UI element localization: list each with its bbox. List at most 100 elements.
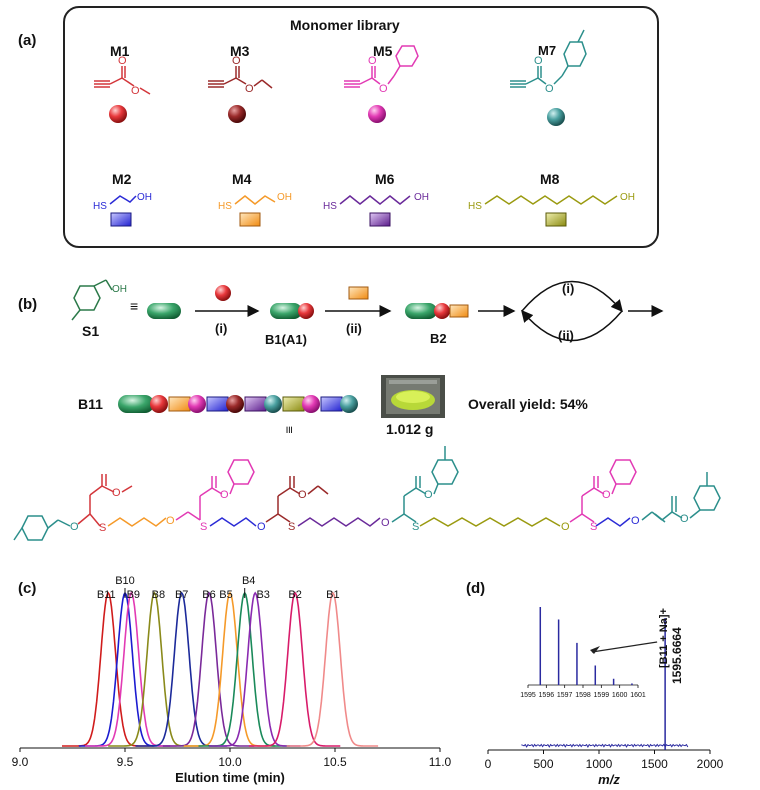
x-tick-label: 1500 xyxy=(641,757,668,771)
s1-structure xyxy=(71,279,113,321)
svg-text:O: O xyxy=(680,513,689,525)
peak-label-b3: B3 xyxy=(256,589,269,601)
label-b: (b) xyxy=(18,296,38,313)
x-axis-title: Elution time (min) xyxy=(175,770,285,785)
svg-text:HS: HS xyxy=(323,201,337,212)
svg-text:O: O xyxy=(166,515,175,527)
peak-label-b6: B6 xyxy=(202,589,215,601)
svg-text:(ii): (ii) xyxy=(558,328,574,343)
svg-text:S: S xyxy=(288,521,295,533)
trace-b2 xyxy=(248,591,341,747)
svg-text:(i): (i) xyxy=(562,281,574,296)
m8-block-icon xyxy=(545,212,567,227)
b1-label: B1(A1) xyxy=(265,332,307,347)
b11-label: B11 xyxy=(78,396,103,412)
inset-tick-label: 1599 xyxy=(594,692,610,699)
svg-text:O: O xyxy=(232,55,241,67)
svg-text:O: O xyxy=(534,55,543,67)
inset-tick-label: 1598 xyxy=(575,692,591,699)
m7-structure xyxy=(510,29,587,88)
inset-pointer-arrow xyxy=(591,641,658,653)
trace-b9 xyxy=(85,591,177,747)
peak-label-b10: B10 xyxy=(115,575,135,587)
peak-label-b2: B2 xyxy=(288,589,301,601)
svg-text:OH: OH xyxy=(112,284,127,295)
svg-text:S: S xyxy=(412,521,419,533)
svg-text:OH: OH xyxy=(137,192,152,203)
inset-tick-label: 1600 xyxy=(612,692,628,699)
x-tick-label: 2000 xyxy=(697,757,724,771)
inset-tick-label: 1597 xyxy=(557,692,573,699)
svg-text:O: O xyxy=(298,489,307,501)
x-tick-label: 9.0 xyxy=(12,755,29,769)
svg-text:O: O xyxy=(70,521,79,533)
trace-b10 xyxy=(78,591,171,747)
svg-text:HS: HS xyxy=(218,201,232,212)
m1-carbonyl-o: O xyxy=(118,55,127,67)
m1-sphere-icon xyxy=(109,105,127,123)
m4-block-icon xyxy=(239,212,261,227)
peak-label-b4: B4 xyxy=(242,575,255,587)
m8-chain xyxy=(484,195,618,205)
trace-b5 xyxy=(183,591,276,747)
peak-value: 1595.6664 xyxy=(670,627,684,684)
inset-tick-label: 1601 xyxy=(630,692,646,699)
x-tick-label: 1000 xyxy=(586,757,613,771)
m1-o-atom: O xyxy=(131,85,140,97)
peak-label-b7: B7 xyxy=(175,589,188,601)
svg-text:S: S xyxy=(99,522,106,534)
svg-text:OH: OH xyxy=(414,192,429,203)
monomer-m3-label: M3 xyxy=(230,43,250,59)
peak-label: [B11 + Na]+ xyxy=(658,608,670,668)
monomer-m4-label: M4 xyxy=(232,171,252,187)
peak-label-b1: B1 xyxy=(326,589,339,601)
label-c: (c) xyxy=(18,580,37,597)
peak-label-b8: B8 xyxy=(152,589,165,601)
baseline-noise xyxy=(521,743,689,749)
svg-text:O: O xyxy=(602,489,611,501)
x-tick-label: 10.0 xyxy=(218,755,242,769)
m5-sphere-icon xyxy=(368,105,386,123)
svg-text:O: O xyxy=(379,83,388,95)
m4-chain xyxy=(234,195,276,205)
svg-text:(i): (i) xyxy=(215,321,227,336)
x-tick-label: 500 xyxy=(533,757,553,771)
step-i-monomer-icon xyxy=(215,285,231,301)
m2-hs: HS xyxy=(93,201,107,212)
inset-tick-label: 1596 xyxy=(539,692,555,699)
m3-sphere-icon xyxy=(228,105,246,123)
peak-label-b11: B11 xyxy=(97,589,116,601)
monomer-m1-label: M1 xyxy=(110,43,130,59)
trace-b1 xyxy=(286,591,379,747)
b2-capsule-icon xyxy=(405,303,437,319)
svg-text:S: S xyxy=(590,521,597,533)
m7-sphere-icon xyxy=(547,108,565,126)
library-title: Monomer library xyxy=(290,17,400,33)
s1-label: S1 xyxy=(82,323,99,339)
svg-text:O: O xyxy=(561,521,570,533)
step-ii-monomer-icon xyxy=(348,286,369,300)
b1-capsule-icon xyxy=(270,303,302,319)
label-a: (a) xyxy=(18,32,37,49)
monomer-m7-label: M7 xyxy=(538,43,557,58)
x-axis-title: m/z xyxy=(598,772,620,787)
m6-chain xyxy=(339,195,411,205)
svg-text:O: O xyxy=(112,487,121,499)
s1-equiv: ≡ xyxy=(130,298,138,314)
b2-label: B2 xyxy=(430,331,447,346)
svg-text:S: S xyxy=(200,521,207,533)
monomer-library-box xyxy=(63,6,659,248)
x-tick-label: 9.5 xyxy=(117,755,134,769)
svg-text:O: O xyxy=(257,521,266,533)
trace-b6 xyxy=(162,591,255,747)
svg-text:O: O xyxy=(545,83,554,95)
trace-b3 xyxy=(209,591,301,747)
label-d: (d) xyxy=(466,580,486,597)
svg-text:≡: ≡ xyxy=(282,426,297,434)
svg-text:HS: HS xyxy=(468,201,482,212)
inset-pointer-head xyxy=(590,646,600,654)
svg-text:O: O xyxy=(245,83,254,95)
